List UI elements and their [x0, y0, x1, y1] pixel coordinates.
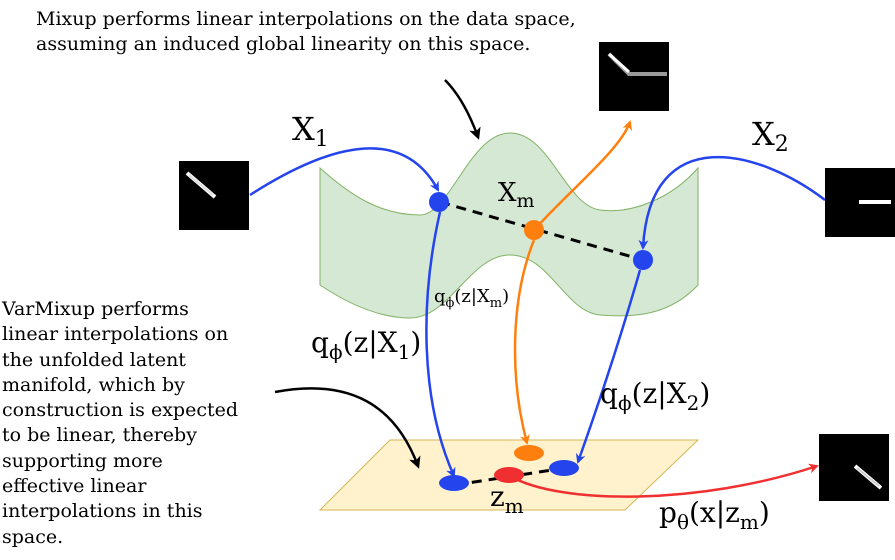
varmixup-note-arrow: [274, 387, 421, 469]
zxm-point: [514, 445, 544, 461]
varmixup-note-line: construction is expected: [2, 399, 239, 422]
zm-point: [494, 467, 524, 483]
varmixup-note-line: manifold, which by: [2, 373, 185, 396]
x2-input-arrow: [638, 155, 826, 250]
x1-image: [179, 161, 249, 230]
varmixup-note-line: linear interpolations on: [2, 323, 229, 346]
encoder-xm-arrow: [513, 239, 536, 445]
reconstruction-image: [819, 434, 889, 501]
varmixup-note-line: interpolations in this: [2, 500, 203, 523]
x1-point: [429, 192, 449, 212]
q-xm-label: qϕ(z|Xm): [434, 286, 509, 311]
xm-point: [524, 220, 544, 240]
x2-point: [633, 250, 653, 270]
x1-input-arrow: [249, 147, 440, 197]
mixup-note: Mixup performs linear interpolations on …: [36, 7, 576, 57]
z1-point: [439, 475, 469, 491]
varmixup-note: VarMixup performs linear interpolations …: [2, 297, 238, 550]
varmixup-note-line: space.: [2, 525, 64, 548]
x2-label: X2: [752, 115, 789, 157]
varmixup-note-line: the unfolded latent: [2, 348, 186, 371]
q-x1-label: qϕ(z|X1): [311, 326, 421, 364]
x1-label: X1: [292, 110, 329, 152]
x2-image: [825, 168, 895, 237]
decoder-arrow: [509, 463, 819, 498]
varmixup-note-line: VarMixup performs: [2, 298, 189, 320]
encoder-x1-arrow: [425, 211, 456, 478]
varmixup-note-line: effective linear: [2, 475, 147, 498]
encoder-x2-arrow: [575, 269, 642, 464]
q-x2-label: qϕ(z|X2): [600, 377, 710, 415]
xm-image: [599, 42, 669, 111]
varmixup-note-line: supporting more: [2, 449, 163, 472]
data-manifold: [319, 132, 699, 319]
mixup-note-line: assuming an induced global linearity on …: [36, 33, 531, 55]
mixup-note-arrow: [444, 79, 481, 140]
z2-point: [549, 460, 579, 476]
p-zm-label: pθ(x|zm): [659, 496, 770, 534]
mixup-note-line: Mixup performs linear interpolations on …: [36, 8, 576, 30]
varmixup-note-line: to be linear, thereby: [2, 424, 197, 447]
zm-label: zm: [490, 480, 524, 518]
xm-label: Xm: [498, 178, 535, 212]
xm-output-arrow: [535, 120, 633, 229]
